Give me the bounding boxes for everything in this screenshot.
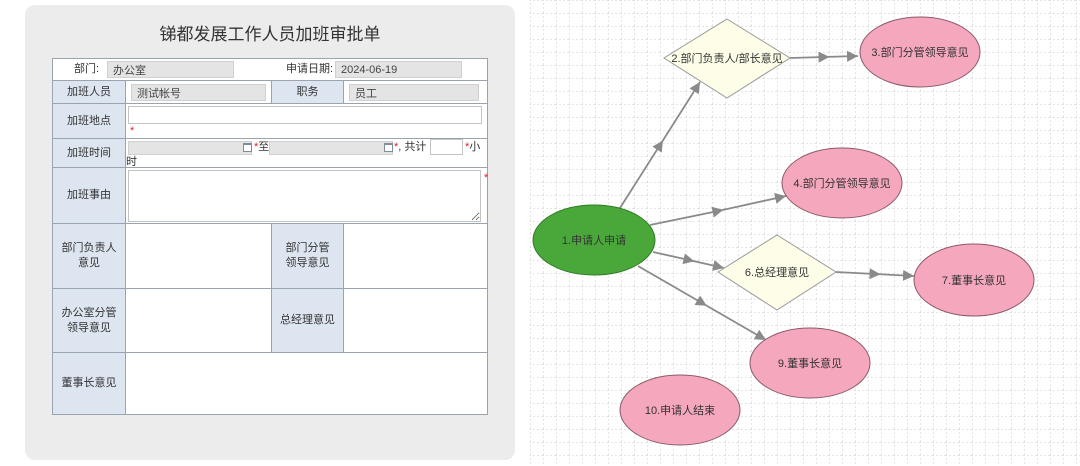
dept-leader-opinion-label: 部门分管 领导意见	[286, 241, 330, 271]
location-label-cell: 加班地点	[53, 104, 126, 139]
overtime-person-field	[131, 84, 266, 101]
decision-node-shape[interactable]	[717, 234, 837, 311]
flow-node-9[interactable]: 9.董事长意见	[749, 327, 871, 399]
label-line: 部门分管	[285, 242, 330, 254]
required-mark: *	[254, 141, 259, 153]
calendar-icon[interactable]	[384, 143, 393, 152]
flow-node-6[interactable]: 6.总经理意见	[717, 234, 837, 311]
flow-node-label: 2.部门负责人/部长意见	[671, 51, 782, 65]
start-node-shape[interactable]	[532, 204, 656, 276]
flow-node-4[interactable]: 4.部门分管领导意见	[781, 147, 903, 219]
office-leader-opinion-cell	[126, 289, 272, 353]
office-leader-opinion-label: 办公室分管 领导意见	[62, 306, 117, 336]
task-node-shape[interactable]	[859, 16, 981, 88]
to-label: *至	[254, 140, 269, 155]
flow-node-label: 9.董事长意见	[778, 356, 842, 370]
flow-edge-1-2[interactable]	[619, 81, 701, 209]
end-time-input[interactable]	[269, 141, 393, 155]
position-label: 职务	[296, 85, 319, 98]
end-node-shape[interactable]	[619, 374, 741, 446]
total-text: , 共计	[398, 141, 427, 153]
dept-head-opinion-cell	[126, 224, 272, 289]
gm-opinion-cell	[344, 289, 487, 353]
label-line: 领导意见	[285, 257, 330, 269]
reason-textarea[interactable]	[128, 170, 481, 222]
overtime-person-label: 加班人员	[67, 85, 111, 98]
office-leader-opinion-label-cell: 办公室分管 领导意见	[53, 289, 126, 353]
apply-date-label: 申请日期:	[286, 63, 334, 75]
department-field	[107, 61, 234, 78]
label-line: 部门负责人	[61, 242, 117, 254]
required-mark: *	[465, 141, 470, 153]
time-label: 加班时间	[67, 146, 111, 159]
apply-date-field	[335, 61, 462, 78]
total-hours-input[interactable]	[430, 139, 463, 155]
hours-unit-part1: 小	[469, 141, 481, 153]
flow-edge-6-7[interactable]	[835, 268, 915, 281]
position-label-cell: 职务	[272, 81, 344, 104]
flow-node-label: 3.部门分管领导意见	[871, 45, 968, 59]
start-time-input[interactable]	[128, 141, 252, 155]
required-mark: *	[394, 141, 399, 153]
flow-node-label: 1.申请人申请	[562, 234, 626, 247]
decision-node-shape[interactable]	[663, 18, 791, 99]
hours-unit-part2: 时	[126, 156, 137, 168]
label-line: 意见	[78, 257, 100, 269]
task-node-shape[interactable]	[781, 147, 903, 219]
gm-opinion-label: 总经理意见	[280, 314, 335, 326]
flow-node-3[interactable]: 3.部门分管领导意见	[859, 16, 981, 88]
workflow-canvas[interactable]: 1.申请人申请 2.部门负责人/部长意见 3.部门分管领导意见 4.部门分管领导…	[530, 0, 1080, 466]
position-field	[349, 84, 479, 101]
dept-leader-opinion-label-cell: 部门分管 领导意见	[272, 224, 344, 289]
flow-node-label: 4.部门分管领导意见	[793, 176, 890, 190]
flow-node-7[interactable]: 7.董事长意见	[913, 243, 1035, 317]
flow-node-2[interactable]: 2.部门负责人/部长意见	[663, 18, 791, 99]
flow-node-label: 10.申请人结束	[645, 404, 715, 417]
flow-edge-1-4[interactable]	[649, 192, 787, 226]
gm-opinion-label-cell: 总经理意见	[272, 289, 344, 353]
flow-edge-1-9[interactable]	[637, 265, 767, 341]
overtime-approval-form: 部门: 申请日期: 加班人员 职务 加班地点 * 加班时间 *至 *, 共计 *…	[52, 58, 488, 415]
form-title: 锑都发展工作人员加班审批单	[159, 25, 381, 44]
label-line: 领导意见	[67, 321, 111, 334]
reason-label: 加班事由	[67, 189, 111, 201]
flow-edge-2-3[interactable]	[789, 50, 859, 63]
flow-node-1[interactable]: 1.申请人申请	[532, 204, 656, 276]
hours-unit: *小	[465, 140, 480, 155]
dept-head-opinion-label: 部门负责人 意见	[62, 241, 117, 271]
department-label: 部门:	[74, 63, 100, 75]
reason-label-cell: 加班事由	[53, 168, 126, 224]
location-required-mark: *	[130, 125, 135, 137]
calendar-icon[interactable]	[243, 143, 252, 152]
location-label: 加班地点	[67, 114, 111, 127]
location-input[interactable]	[128, 106, 482, 124]
task-node-shape[interactable]	[913, 243, 1035, 317]
flow-node-label: 7.董事长意见	[942, 273, 1006, 287]
reason-required-mark: *	[484, 172, 489, 184]
time-label-cell: 加班时间	[53, 139, 126, 168]
total-label: *, 共计	[394, 140, 426, 155]
header-row	[53, 59, 487, 81]
overtime-person-label-cell: 加班人员	[53, 81, 126, 104]
flow-node-10[interactable]: 10.申请人结束	[619, 374, 741, 446]
label-line: 办公室分管	[61, 306, 117, 319]
flow-edge-1-6[interactable]	[652, 251, 725, 271]
to-text: 至	[258, 141, 270, 153]
flow-node-label: 6.总经理意见	[745, 265, 809, 279]
chairman-opinion-label-cell: 董事长意见	[53, 353, 126, 414]
task-node-shape[interactable]	[749, 327, 871, 399]
chairman-opinion-cell	[126, 353, 487, 414]
chairman-opinion-label: 董事长意见	[61, 377, 117, 389]
dept-head-opinion-label-cell: 部门负责人 意见	[53, 224, 126, 289]
dept-leader-opinion-cell	[344, 224, 487, 289]
